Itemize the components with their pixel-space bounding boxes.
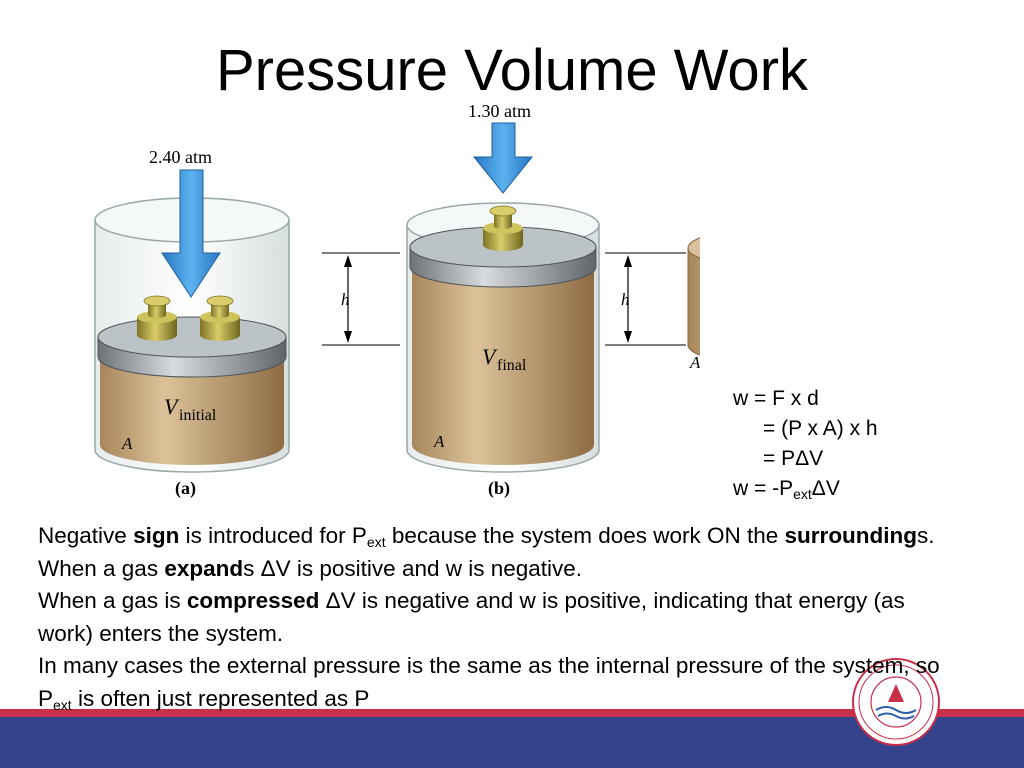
pressure-arrow-a-icon xyxy=(161,169,221,298)
paragraph-external-pressure: In many cases the external pressure is t… xyxy=(38,650,958,715)
p4-text-1: In many cases the external pressure is t… xyxy=(38,653,940,711)
height-label-left: h xyxy=(341,290,350,309)
footer-blue-band xyxy=(0,717,1024,768)
formula-line-4-prefix: w = -P xyxy=(733,477,794,500)
p2-text-1: When a gas xyxy=(38,555,165,581)
p1-bold-surrounding: surrounding xyxy=(784,523,918,548)
formula-line-2: = (P x A) x h xyxy=(763,417,878,440)
piston-figure: 2.40 atm V initial A (a) h xyxy=(60,95,700,505)
university-seal-icon xyxy=(852,658,940,746)
pressure-arrow-b-icon xyxy=(472,122,534,194)
p2-bold-expand: expand xyxy=(164,555,244,581)
weight-left-icon xyxy=(137,295,177,341)
formula-line-4-suffix: ΔV xyxy=(811,477,840,500)
volume-sub-b: final xyxy=(497,357,527,374)
formula-line-1: w = F x d xyxy=(733,387,819,410)
formula-line-4: w = -PextΔV xyxy=(733,474,878,504)
p1-text-2: is introduced for P xyxy=(179,523,367,548)
height-marker-right xyxy=(605,252,686,346)
p1-text-4: s. xyxy=(917,523,935,548)
volume-symbol-b: V xyxy=(482,344,498,369)
cylinder-b xyxy=(406,122,600,473)
p1-text-1: Negative xyxy=(38,523,134,548)
paragraph-expands: When a gas expands ΔV is positive and w … xyxy=(38,553,958,586)
work-formula: w = F x d = (P x A) x h = PΔV w = -PextΔ… xyxy=(733,384,878,504)
pressure-label-b: 1.30 atm xyxy=(468,101,531,121)
delta-v-cylinder xyxy=(687,237,700,356)
height-marker-left xyxy=(322,252,400,346)
body-text: Negative sign is introduced for Pext bec… xyxy=(38,520,958,715)
weight-center-icon xyxy=(483,205,523,251)
caption-a: (a) xyxy=(175,478,196,499)
paragraph-compressed: When a gas is compressed ΔV is negative … xyxy=(38,585,958,650)
p3-text-1: When a gas is xyxy=(38,588,187,613)
caption-b: (b) xyxy=(488,478,510,499)
p3-text-2: ΔV is negative and w is positive, indica… xyxy=(38,588,905,646)
delta-v-area-label: A xyxy=(689,353,700,372)
p1-sub-ext: ext xyxy=(366,534,386,550)
formula-line-3: = PΔV xyxy=(763,447,824,470)
pressure-label-a: 2.40 atm xyxy=(149,147,212,167)
height-label-right: h xyxy=(621,290,630,309)
p3-bold-compressed: compressed xyxy=(186,588,320,613)
p2-text-2: s ΔV is positive and w is negative. xyxy=(243,555,583,581)
slide-title: Pressure Volume Work xyxy=(215,38,809,103)
paragraph-negative-sign: Negative sign is introduced for Pext bec… xyxy=(38,520,958,553)
footer-red-stripe xyxy=(0,709,1024,717)
volume-symbol-a: V xyxy=(164,394,180,419)
weight-right-icon xyxy=(200,295,240,341)
p4-text-2: is often just represented as P xyxy=(71,685,370,711)
p1-text-3: because the system does work ON the xyxy=(385,523,785,548)
volume-sub-a: initial xyxy=(179,407,217,424)
p4-sub-ext: ext xyxy=(53,696,72,713)
area-label-b: A xyxy=(433,432,445,451)
area-label-a: A xyxy=(121,434,133,453)
p1-bold-sign: sign xyxy=(133,523,180,548)
cylinder-a xyxy=(94,169,290,473)
formula-line-4-sub: ext xyxy=(793,486,812,502)
